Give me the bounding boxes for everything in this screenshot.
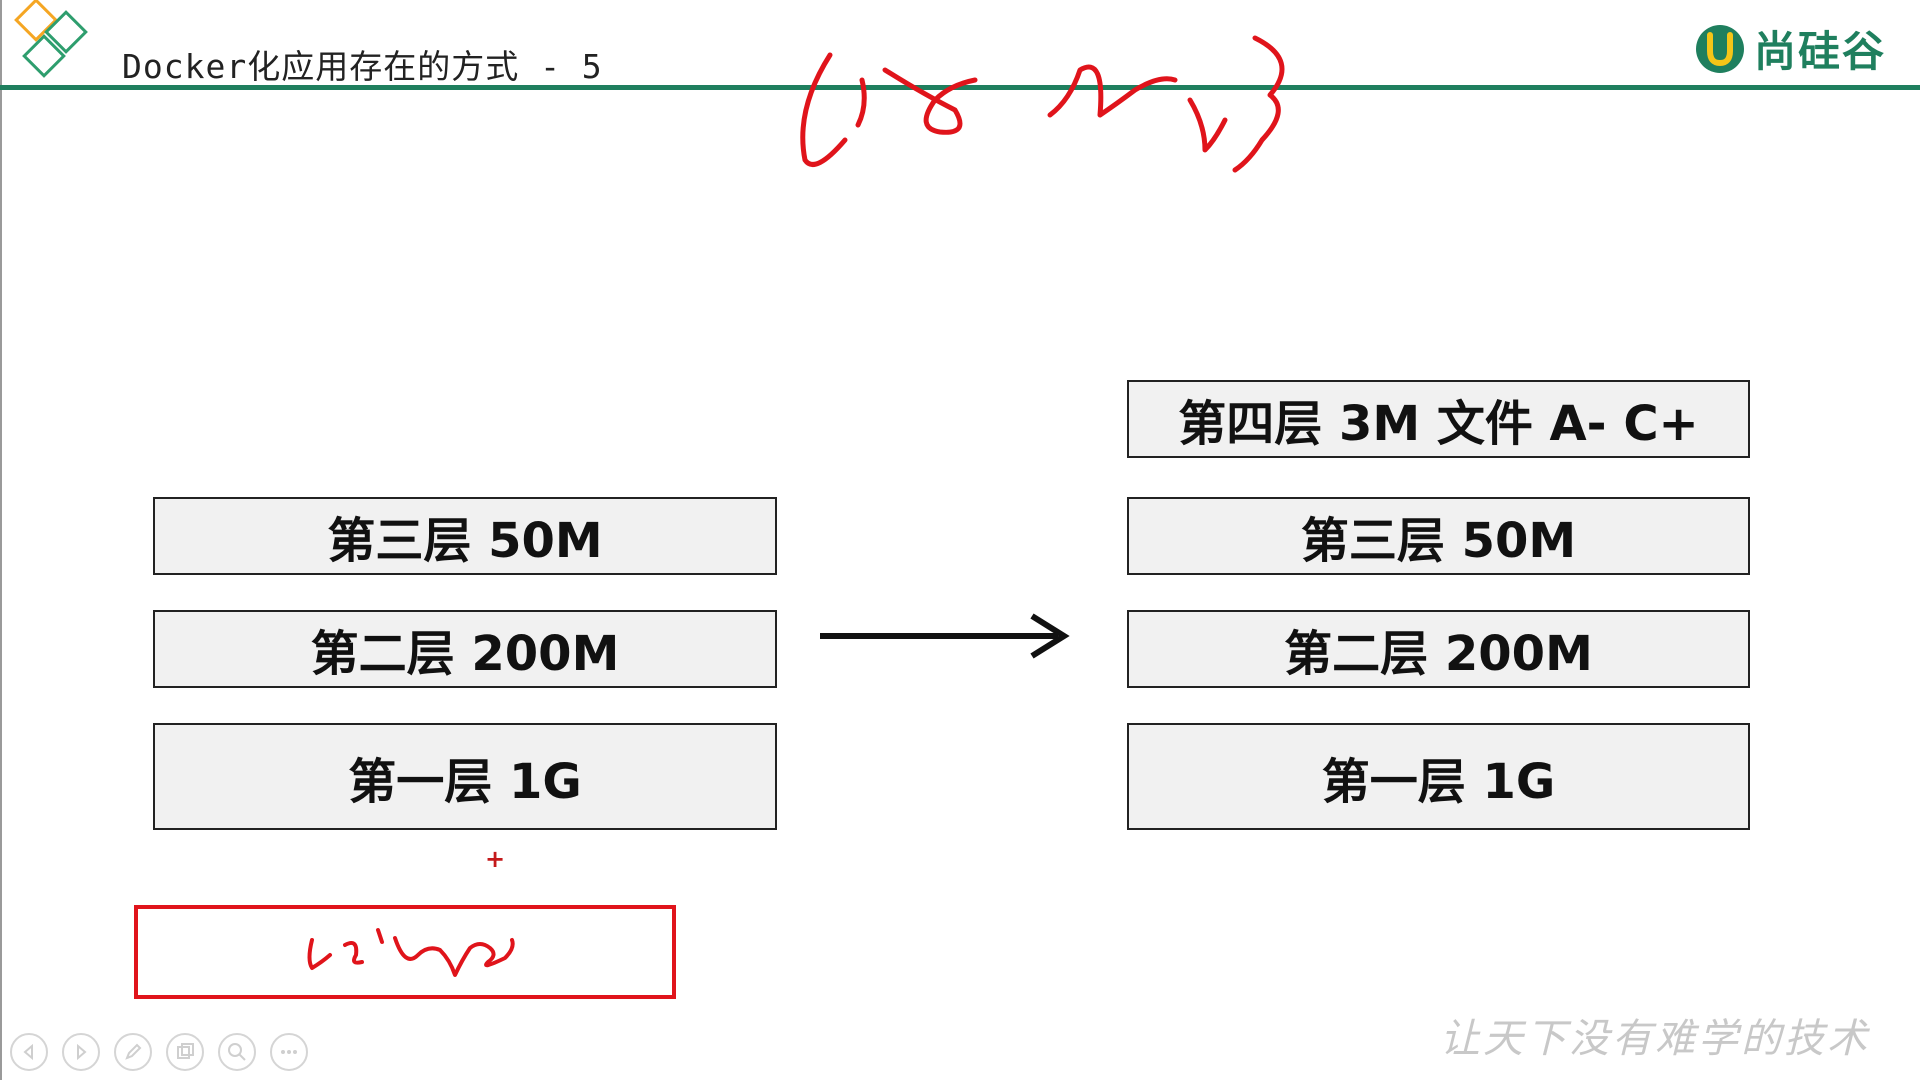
slides-icon xyxy=(177,1043,194,1059)
prev-icon xyxy=(23,1043,33,1061)
next-slide-button[interactable] xyxy=(62,1033,100,1071)
next-icon xyxy=(77,1043,87,1061)
right-layer-3: 第三层 50M xyxy=(1127,497,1750,575)
box-handwriting-scribble xyxy=(307,928,515,977)
pen-tool-button[interactable] xyxy=(114,1033,152,1071)
brand-logo: 尚硅谷 xyxy=(1694,18,1886,79)
pen-icon xyxy=(125,1043,142,1060)
left-layer-3: 第三层 50M xyxy=(153,497,777,575)
presentation-toolbar xyxy=(10,1033,308,1071)
left-layer-1: 第一层 1G xyxy=(153,723,777,830)
diamond-logo-icon xyxy=(14,0,88,78)
brand-u-icon xyxy=(1695,24,1744,73)
brand-name: 尚硅谷 xyxy=(1753,27,1886,76)
zoom-icon xyxy=(228,1043,246,1061)
slide-title: Docker化应用存在的方式 - 5 xyxy=(122,47,603,86)
more-options-button[interactable] xyxy=(270,1033,308,1071)
prev-slide-button[interactable] xyxy=(10,1033,48,1071)
zoom-button[interactable] xyxy=(218,1033,256,1071)
top-handwriting-scribble xyxy=(800,35,1285,173)
more-icon xyxy=(281,1050,297,1054)
header-divider xyxy=(0,85,1920,90)
left-edge-border xyxy=(0,0,2,1080)
slides-overview-button[interactable] xyxy=(166,1033,204,1071)
right-layer-4: 第四层 3M 文件 A- C+ xyxy=(1127,380,1750,458)
right-arrow-icon xyxy=(820,613,1070,659)
red-highlight-box xyxy=(134,905,676,999)
left-layer-2: 第二层 200M xyxy=(153,610,777,688)
right-layer-2: 第二层 200M xyxy=(1127,610,1750,688)
plus-mark: + xyxy=(485,845,506,873)
slogan-watermark: 让天下没有难学的技术 xyxy=(1440,1016,1870,1062)
right-layer-1: 第一层 1G xyxy=(1127,723,1750,830)
